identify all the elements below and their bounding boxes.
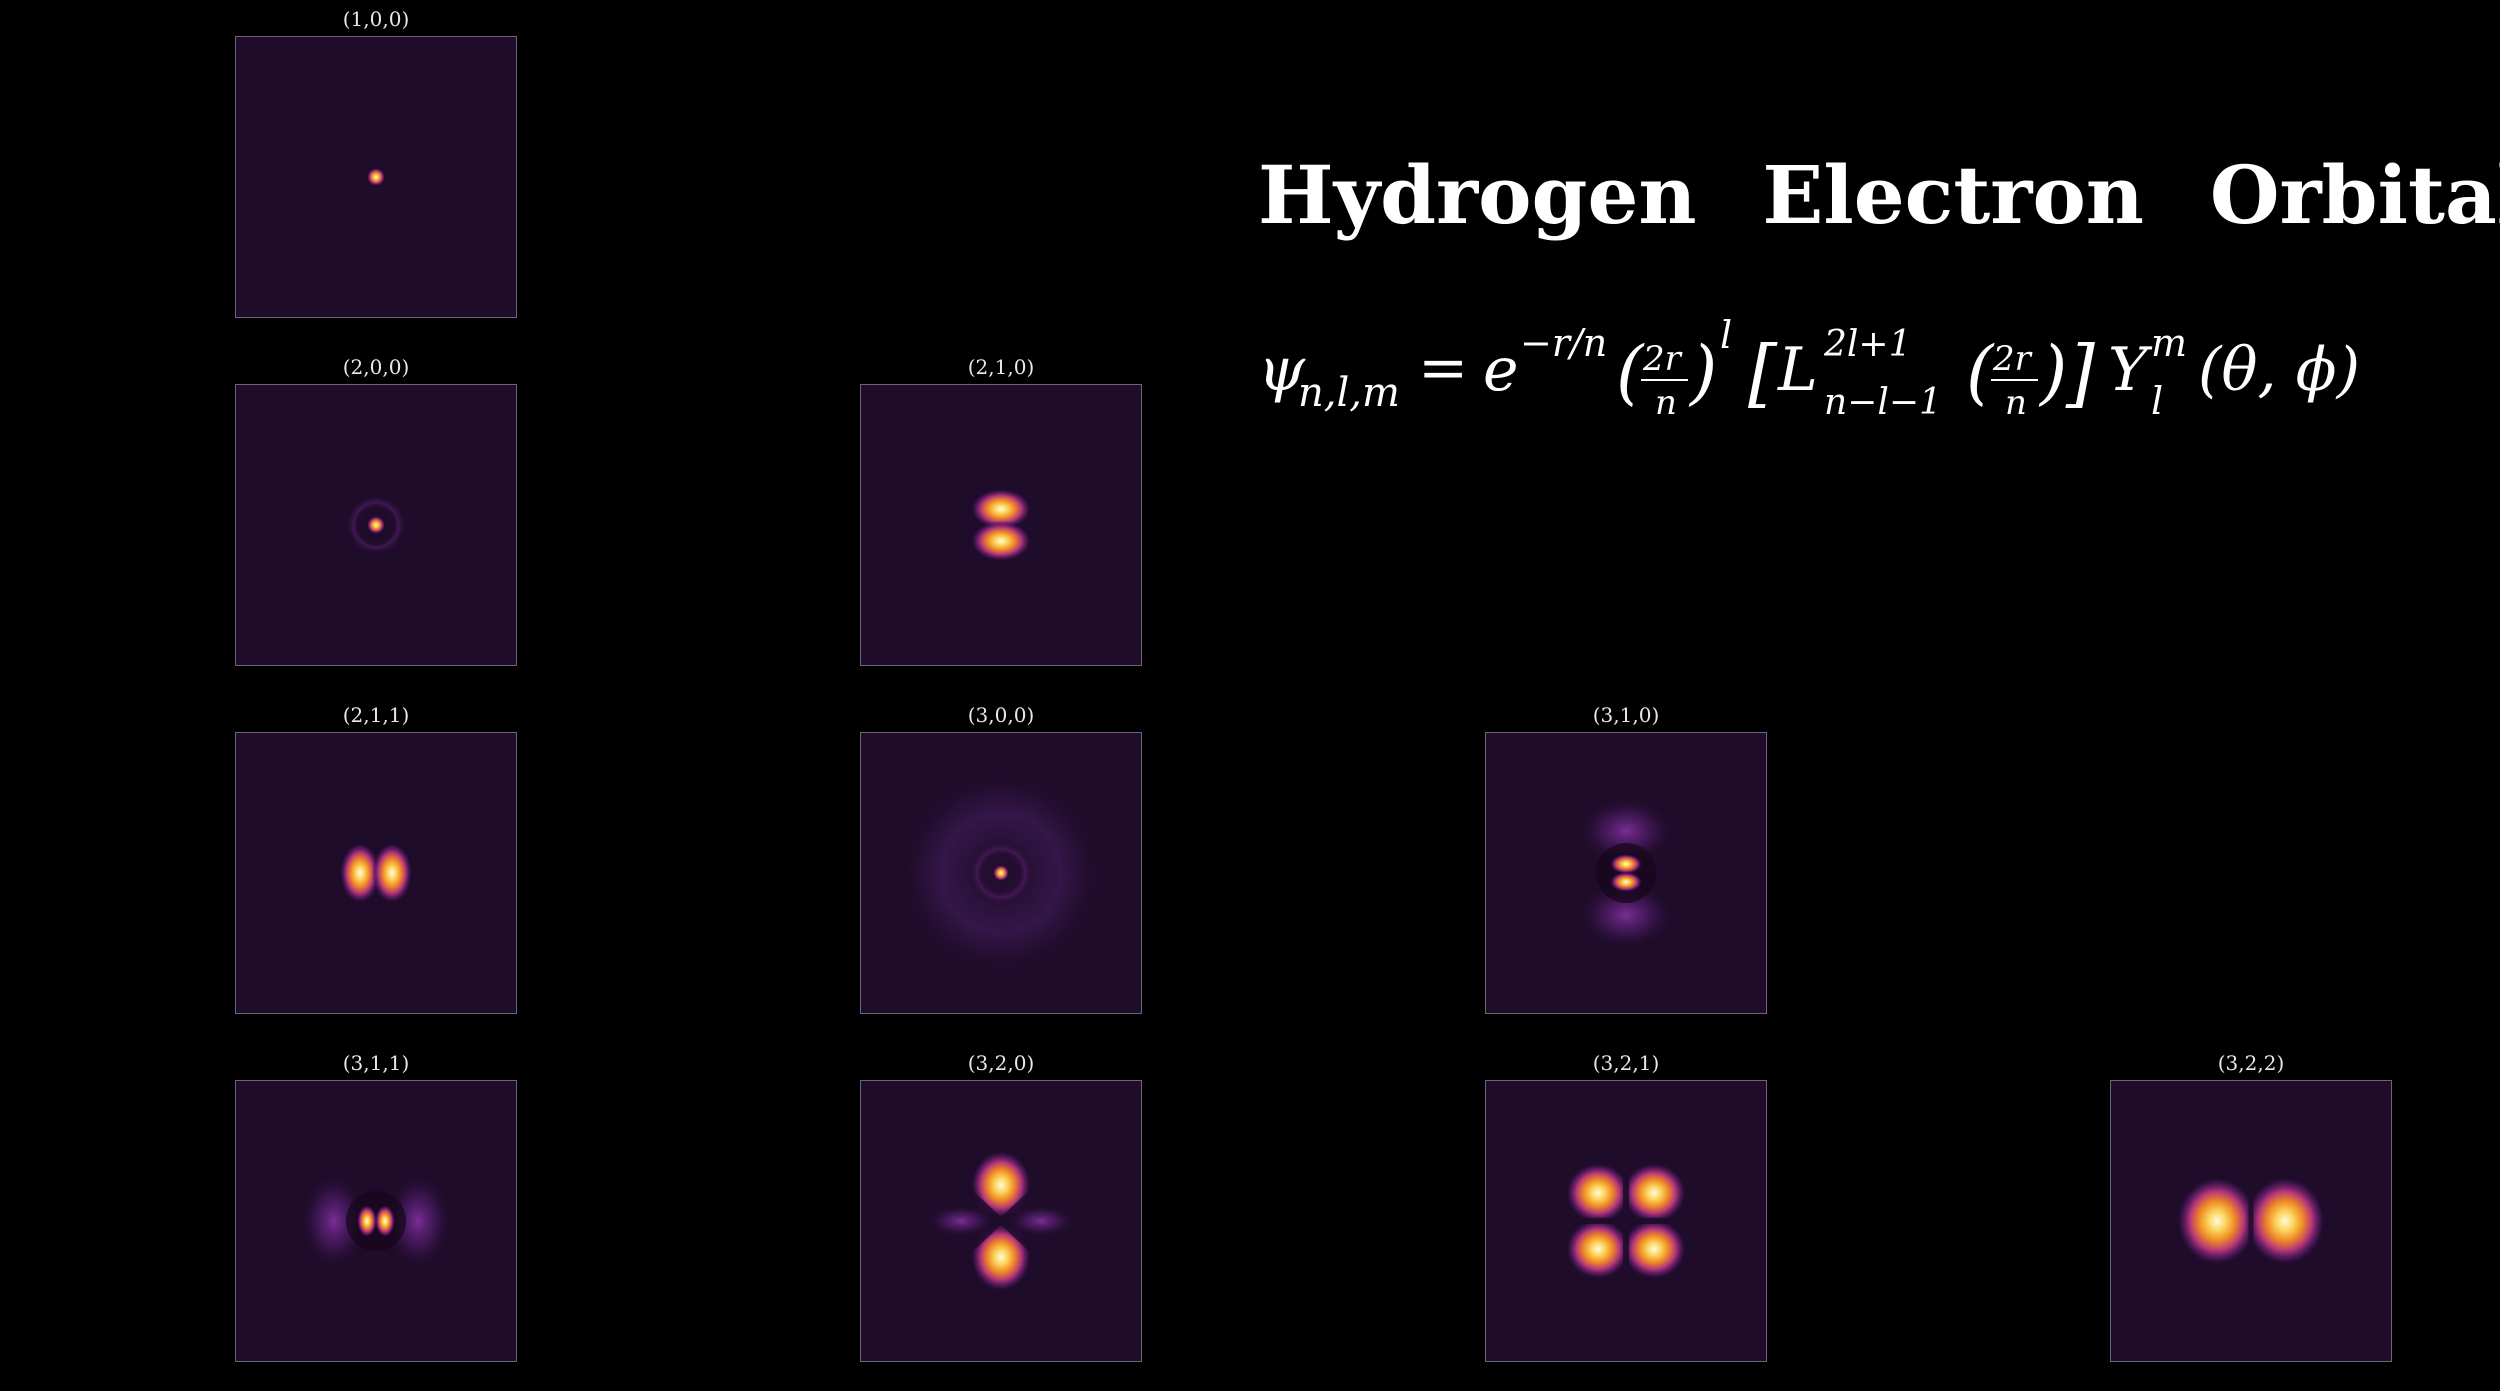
- eq-ylm-sup: m: [2151, 321, 2187, 365]
- orbital-label: (3,1,1): [342, 1051, 410, 1075]
- eq-bracket-open: [: [1748, 330, 1778, 416]
- eq-laguerre-sub: n−l−1: [1824, 382, 1942, 423]
- eq-frac-den-1: n: [1655, 383, 1677, 423]
- eq-ylm-sub: l: [2151, 379, 2163, 423]
- eq-bracket-close: ]: [2065, 330, 2095, 416]
- eq-frac-num-2: 2r: [1992, 339, 2033, 379]
- orbital-label: (3,2,0): [967, 1051, 1035, 1075]
- eq-laguerre: L: [1777, 335, 1818, 405]
- orbital-plot: [1485, 732, 1767, 1014]
- orbital-plot: [860, 732, 1142, 1014]
- orbital-plot: [235, 384, 517, 666]
- page-title: Hydrogen Electron Orbitals: [1258, 148, 2500, 242]
- orbital-label: (1,0,0): [342, 7, 410, 31]
- eq-exp-base: e: [1483, 335, 1519, 405]
- eq-ylm-args: (θ, ϕ): [2198, 335, 2360, 405]
- orbital-label: (3,0,0): [967, 703, 1035, 727]
- eq-paren-open-2: (: [1966, 331, 1995, 413]
- orbital-label: (2,1,1): [342, 703, 410, 727]
- orbital-plot: [1485, 1080, 1767, 1362]
- orbital-label: (3,2,2): [2217, 1051, 2285, 1075]
- eq-equals: =: [1418, 333, 1468, 403]
- orbital-label: (3,1,0): [1592, 703, 1660, 727]
- eq-exp-sup: −r/n: [1520, 321, 1607, 365]
- wavefunction-equation: ψ n,l,m = e −r/n ( 2r n ) l [ L 2l+1 n−l…: [1258, 318, 2398, 428]
- eq-frac-num-1: 2r: [1642, 339, 1683, 379]
- orbital-plot: [860, 1080, 1142, 1362]
- orbital-label: (2,1,0): [967, 355, 1035, 379]
- eq-power-l: l: [1720, 318, 1732, 357]
- eq-paren-close-2: ): [2038, 331, 2067, 413]
- eq-paren-open: (: [1616, 331, 1645, 413]
- orbital-plot: [860, 384, 1142, 666]
- eq-psi-sub: n,l,m: [1298, 370, 1400, 416]
- eq-paren-close: ): [1688, 331, 1717, 413]
- orbital-label: (3,2,1): [1592, 1051, 1660, 1075]
- eq-laguerre-sup: 2l+1: [1823, 324, 1912, 365]
- orbital-plot: [2110, 1080, 2392, 1362]
- orbital-plot: [235, 1080, 517, 1362]
- eq-ylm: Y: [2108, 335, 2153, 405]
- orbital-plot: [235, 732, 517, 1014]
- eq-psi: ψ: [1258, 335, 1306, 405]
- orbital-label: (2,0,0): [342, 355, 410, 379]
- eq-frac-den-2: n: [2005, 383, 2027, 423]
- orbital-plot: [235, 36, 517, 318]
